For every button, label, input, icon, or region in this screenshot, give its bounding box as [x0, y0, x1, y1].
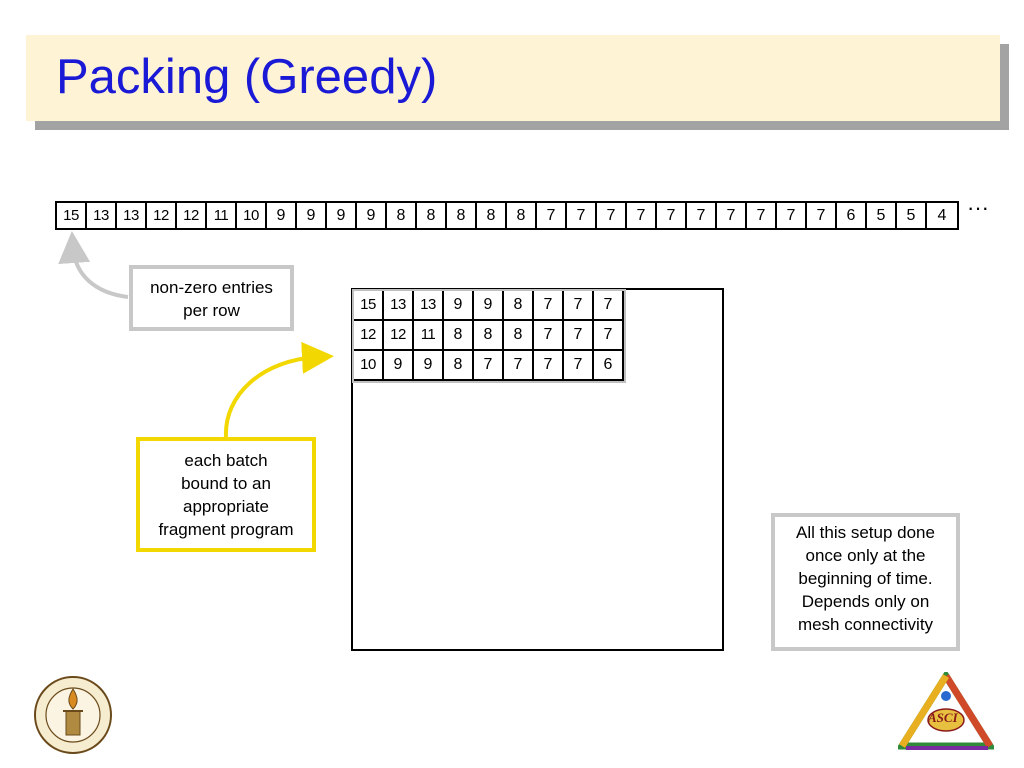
sequence-cell: 13	[87, 203, 117, 228]
callout-text-line: appropriate	[182, 497, 269, 516]
sequence-cell: 7	[747, 203, 777, 228]
asci-logo	[898, 672, 994, 750]
callout-text-line: each batch	[184, 451, 268, 470]
batch-grid-cell: 7	[534, 321, 564, 351]
sequence-ellipsis: ···	[967, 195, 989, 220]
batch-grid-cell: 7	[564, 351, 594, 381]
sequence-cell: 8	[417, 203, 447, 228]
batch-grid-cell: 9	[474, 291, 504, 321]
batch-grid-cell: 7	[564, 291, 594, 321]
batch-grid-cell: 8	[474, 321, 504, 351]
batch-grid-cell: 8	[504, 321, 534, 351]
sequence-cell: 13	[117, 203, 147, 228]
sequence-cell: 8	[477, 203, 507, 228]
batch-grid-cell: 7	[504, 351, 534, 381]
sequence-cell: 9	[357, 203, 387, 228]
sequence-cell: 7	[777, 203, 807, 228]
batch-grid-cell: 8	[444, 321, 474, 351]
page-title: Packing (Greedy)	[56, 50, 438, 104]
sequence-cell: 11	[207, 203, 237, 228]
sequence-cell: 7	[807, 203, 837, 228]
batch-grid-cell: 9	[384, 351, 414, 381]
sequence-cell: 12	[177, 203, 207, 228]
sequence-cell: 5	[897, 203, 927, 228]
sequence-cell: 5	[867, 203, 897, 228]
callout-text-line: fragment program	[158, 520, 294, 539]
sequence-cell: 9	[297, 203, 327, 228]
sequence-cell: 7	[657, 203, 687, 228]
nonzero-entries-callout: non-zero entries per row	[129, 265, 294, 331]
batch-grid-cell: 9	[444, 291, 474, 321]
callout-text-line: All this setup done	[796, 523, 935, 542]
sequence-cell: 7	[627, 203, 657, 228]
batch-grid-cell: 13	[414, 291, 444, 321]
caltech-seal-logo	[34, 676, 112, 754]
batch-grid-cell: 6	[594, 351, 624, 381]
callout-text-line: beginning of time.	[798, 569, 933, 588]
sequence-cell: 7	[567, 203, 597, 228]
sequence-cell: 10	[237, 203, 267, 228]
sequence-cell: 7	[717, 203, 747, 228]
callout-text-line: bound to an	[181, 474, 271, 493]
batch-grid-cell: 7	[534, 291, 564, 321]
sequence-cell: 8	[447, 203, 477, 228]
sequence-cell: 7	[597, 203, 627, 228]
gray-curved-arrow	[58, 231, 129, 299]
sequence-cell: 6	[837, 203, 867, 228]
sequence-cell: 9	[267, 203, 297, 228]
sequence-cell: 15	[57, 203, 87, 228]
batch-grid-cell: 12	[384, 321, 414, 351]
callout-text-line: mesh connectivity	[797, 615, 934, 634]
batch-grid-cell: 7	[594, 291, 624, 321]
batch-grid-cell: 7	[594, 321, 624, 351]
setup-callout: All this setup done once only at the beg…	[771, 513, 960, 651]
callout-text-line: Depends only on	[801, 592, 930, 611]
sequence-cell: 7	[537, 203, 567, 228]
batch-grid-cell: 7	[564, 321, 594, 351]
batch-grid-cell: 11	[414, 321, 444, 351]
batch-grid-cell: 7	[534, 351, 564, 381]
sequence-cell: 4	[937, 207, 947, 224]
sequence-cell: 8	[387, 203, 417, 228]
yellow-curved-arrow	[223, 341, 334, 438]
batch-grid-cell: 8	[444, 351, 474, 381]
batch-grid-cell: 9	[414, 351, 444, 381]
batch-grid-cell: 8	[504, 291, 534, 321]
batch-callout: each batch bound to an appropriate fragm…	[136, 437, 316, 552]
sequence-cell: 9	[327, 203, 357, 228]
batch-grid-cell: 10	[354, 351, 384, 381]
sequence-cell: 7	[687, 203, 717, 228]
sequence-cell: 12	[147, 203, 177, 228]
callout-text-line: non-zero entries	[150, 278, 273, 297]
sequence-cell: 8	[507, 203, 537, 228]
callout-text-line: per row	[183, 301, 240, 320]
batch-grid-cell: 15	[354, 291, 384, 321]
callout-text-line: once only at the	[805, 546, 926, 565]
batch-grid-cell: 7	[474, 351, 504, 381]
title-banner: Packing (Greedy)	[26, 35, 1000, 121]
batch-grid-cell: 13	[384, 291, 414, 321]
batch-grid-cell: 12	[354, 321, 384, 351]
asci-logo-label: ASCI	[928, 710, 958, 725]
